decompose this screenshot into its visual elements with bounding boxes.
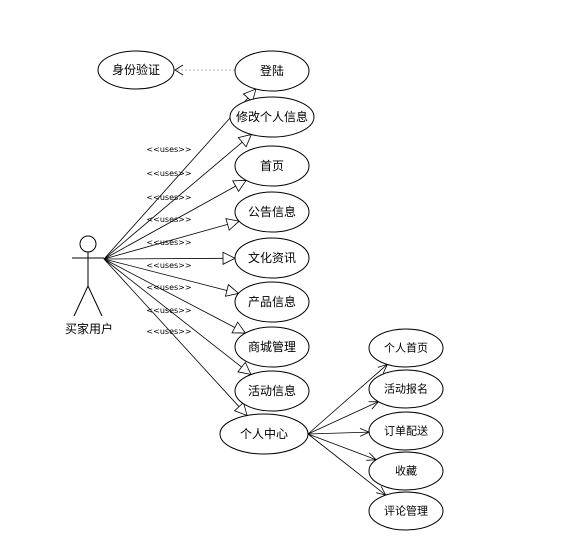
actor-label: 买家用户 bbox=[65, 321, 113, 336]
use-case-2-label: 修改个人信息 bbox=[236, 109, 308, 124]
use-case-3-label: 首页 bbox=[260, 159, 284, 173]
use-case-8[interactable] bbox=[234, 370, 310, 412]
assoc-2-arrowhead bbox=[237, 133, 253, 148]
sub-use-case-2-label: 活动报名 bbox=[384, 382, 428, 396]
uses-stereotype: <<uses>> bbox=[146, 261, 191, 270]
uses-stereotype: <<uses>> bbox=[146, 169, 191, 178]
use-case-8-label: 活动信息 bbox=[248, 383, 296, 398]
use-case-5[interactable] bbox=[234, 237, 310, 279]
use-case-3[interactable] bbox=[234, 145, 310, 187]
assoc-1-line bbox=[103, 97, 249, 260]
use-case-5-label: 文化资讯 bbox=[248, 250, 296, 265]
sub-use-case-1[interactable] bbox=[368, 328, 444, 368]
sub-use-case-5-label: 评论管理 bbox=[384, 504, 428, 518]
sub-assoc-4-line bbox=[307, 433, 377, 461]
assoc-8-arrowhead bbox=[237, 361, 252, 376]
uses-stereotype: <<uses>> bbox=[146, 283, 191, 292]
sub-use-case-2[interactable] bbox=[368, 369, 444, 409]
sub-use-case-4-label: 收藏 bbox=[395, 464, 417, 478]
use-case-7[interactable] bbox=[234, 326, 310, 368]
use-case-1-label: 登陆 bbox=[260, 63, 284, 78]
uses-stereotype: <<uses>> bbox=[146, 193, 191, 202]
use-case-6-label: 产品信息 bbox=[248, 294, 296, 309]
stereotype-labels: <<uses>> <<uses>> <<uses>> <<uses>> <<uses>>… bbox=[146, 145, 191, 336]
uses-stereotype: <<uses>> bbox=[146, 238, 191, 247]
assoc-3-line bbox=[103, 185, 236, 260]
use-case-4[interactable] bbox=[234, 191, 310, 233]
use-case-4-label: 公告信息 bbox=[248, 204, 296, 219]
sub-assoc-1-line bbox=[307, 364, 388, 435]
actor-figure bbox=[72, 235, 104, 317]
uses-stereotype: <<uses>> bbox=[146, 215, 191, 224]
use-case-auth[interactable] bbox=[97, 50, 175, 90]
assoc-9-arrowhead bbox=[233, 401, 248, 417]
assoc-4-line bbox=[103, 224, 228, 260]
use-case-9-label: 个人中心 bbox=[240, 426, 288, 441]
sub-use-case-3-label: 订单配送 bbox=[384, 424, 428, 438]
sub-use-case-5[interactable] bbox=[368, 491, 444, 531]
assoc-6-arrowhead bbox=[224, 283, 240, 297]
use-case-1[interactable] bbox=[234, 50, 310, 92]
sub-use-case-4[interactable] bbox=[368, 451, 444, 491]
sub-use-case-3[interactable] bbox=[368, 411, 444, 451]
sub-assoc-2-line bbox=[307, 401, 379, 435]
uses-stereotype: <<uses>> bbox=[146, 327, 191, 336]
assoc-5-line bbox=[103, 257, 224, 260]
sub-assoc-5-line bbox=[307, 433, 387, 496]
assoc-2-line bbox=[103, 141, 243, 260]
use-case-2[interactable] bbox=[229, 96, 315, 138]
use-case-auth-label: 身份验证 bbox=[112, 62, 160, 77]
use-case-6[interactable] bbox=[234, 281, 310, 323]
assoc-5-arrowhead bbox=[222, 251, 236, 265]
assoc-9-line bbox=[103, 258, 240, 407]
associations bbox=[103, 64, 389, 496]
sub-assoc-3-line bbox=[307, 431, 370, 435]
use-case-9[interactable] bbox=[219, 413, 309, 455]
sub-use-case-1-label: 个人首页 bbox=[384, 341, 428, 355]
uses-stereotype: <<uses>> bbox=[146, 145, 191, 154]
auth-dependency-arrowhead bbox=[174, 64, 184, 76]
assoc-7-arrowhead bbox=[231, 321, 247, 334]
assoc-6-line bbox=[103, 258, 228, 291]
assoc-3-arrowhead bbox=[232, 179, 247, 193]
uses-stereotype: <<uses>> bbox=[146, 306, 191, 315]
use-case-7-label: 商城管理 bbox=[248, 339, 296, 354]
assoc-7-line bbox=[103, 258, 235, 328]
assoc-8-line bbox=[103, 258, 242, 368]
assoc-4-arrowhead bbox=[225, 218, 241, 231]
